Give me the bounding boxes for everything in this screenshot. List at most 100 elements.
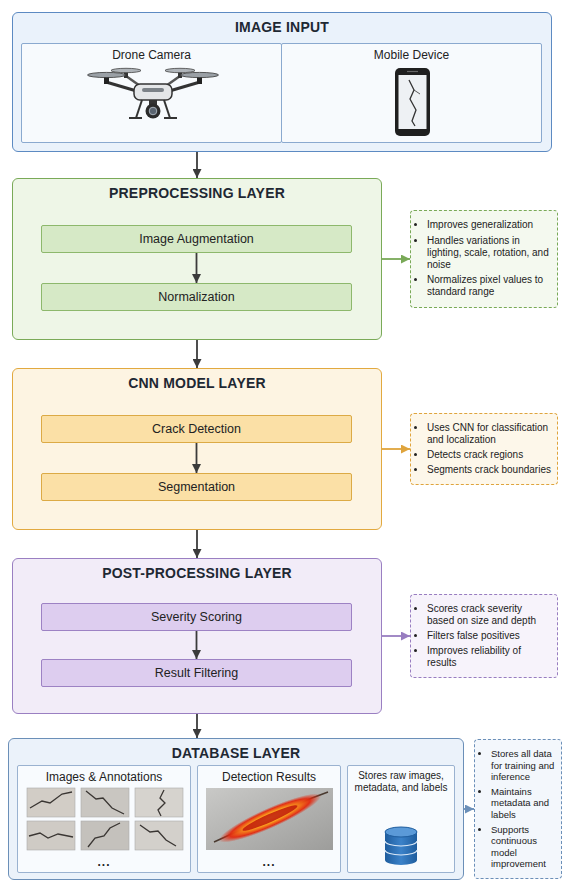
crack-thumbnails: [29, 833, 73, 838]
tile-label: Drone Camera: [112, 48, 191, 62]
data-tile: Images & Annotations...: [17, 765, 191, 873]
drone-icon: [197, 76, 202, 84]
input-tile: Drone Camera: [21, 43, 282, 143]
note-list: Scores crack severity based on size and …: [414, 603, 551, 670]
crack-thumbnails: [27, 788, 183, 850]
box-label: Result Filtering: [155, 666, 238, 680]
note-item: Filters false positives: [427, 630, 551, 642]
phone-icon: [395, 68, 430, 136]
note-item: Stores all data for training and inferen…: [491, 748, 555, 783]
crack-thumbnails: [135, 788, 183, 817]
drone-icon: [104, 76, 109, 84]
phone-icon: [407, 71, 418, 72]
drone-icon: [124, 71, 128, 78]
database-icon: [385, 832, 417, 865]
drone-icon: [126, 76, 143, 88]
flow-arrow: [382, 635, 410, 637]
process-box: Image Augmentation: [41, 225, 352, 253]
panel-title: POST-PROCESSING LAYER: [13, 565, 381, 581]
note-list: Stores all data for training and inferen…: [478, 748, 555, 870]
crack-thumbnails: [81, 788, 129, 817]
note-item: Scores crack severity based on size and …: [427, 603, 551, 627]
note-item: Uses CNN for classification and localiza…: [427, 422, 551, 446]
phone-icon: [409, 80, 416, 126]
process-box: Severity Scoring: [41, 603, 352, 631]
tile-label: Images & Annotations: [46, 770, 163, 784]
note-item: Handles variations in lighting, scale, r…: [427, 235, 551, 272]
flow-arrow: [196, 443, 198, 473]
drone-icon: [166, 82, 200, 92]
flow-arrow: [196, 340, 198, 368]
note-item: Supports continuous model improvement: [491, 824, 555, 870]
panel-title: PREPROCESSING LAYER: [13, 185, 381, 201]
box-label: Image Augmentation: [139, 232, 254, 246]
layer-panel: CNN MODEL LAYERCrack DetectionSegmentati…: [12, 368, 382, 530]
ellipsis-mark: ...: [262, 856, 275, 868]
note-box: Scores crack severity based on size and …: [410, 594, 558, 679]
drone-icon: [88, 72, 126, 77]
crack-thumbnails: [30, 792, 72, 808]
input-tile: Mobile Device: [281, 43, 542, 143]
note-box: Improves generalizationHandles variation…: [410, 210, 558, 307]
drone-icon: [142, 88, 164, 92]
note-item: Segments crack boundaries: [427, 464, 551, 476]
panel-title: DATABASE LAYER: [9, 745, 463, 761]
phone-icon: [414, 90, 420, 94]
drone-icon: [181, 72, 219, 77]
crack-thumbnails: [88, 823, 120, 847]
note-list: Uses CNN for classification and localiza…: [414, 422, 551, 477]
drone-icon: [88, 68, 219, 118]
flow-arrow: [382, 448, 410, 450]
detection-heatmap: [214, 792, 328, 842]
note-box: Stores all data for training and inferen…: [474, 739, 562, 879]
ellipsis-mark: ...: [97, 856, 110, 868]
note-item: Improves generalization: [427, 219, 551, 231]
drone-icon: [146, 104, 161, 119]
crack-thumbnails: [158, 790, 165, 816]
database-icon: [385, 827, 417, 837]
database-icon: [385, 827, 417, 865]
layer-panel: PREPROCESSING LAYER Image AugmentationNor…: [12, 178, 382, 340]
crack-thumbnails: [135, 821, 183, 850]
flow-arrow: [196, 714, 198, 738]
crack-thumbnails: [86, 791, 124, 814]
note-item: Improves reliability of results: [427, 645, 551, 669]
drone-icon: [134, 84, 172, 100]
process-box: Crack Detection: [41, 415, 352, 443]
drone-icon: [178, 71, 182, 78]
note-item: Maintains metadata and labels: [491, 786, 555, 821]
flow-arrow: [464, 808, 474, 810]
box-label: Severity Scoring: [151, 610, 242, 624]
crack-thumbnails: [27, 821, 75, 850]
tile-label: Mobile Device: [374, 48, 449, 62]
crack-thumbnails: [27, 788, 75, 817]
tile-label: Detection Results: [222, 770, 316, 784]
crack-thumbnails: [81, 821, 129, 850]
flow-arrow: [196, 152, 198, 178]
note-box: Uses CNN for classification and localiza…: [410, 413, 558, 486]
process-box: Normalization: [41, 283, 352, 311]
drone-icon: [111, 68, 141, 72]
drone-icon: [136, 100, 142, 118]
layer-panel: IMAGE INPUT Drone Camera Mobile Device: [12, 12, 552, 152]
flow-arrow: [196, 530, 198, 558]
database-icon: [385, 841, 417, 846]
layer-panel: POST-PROCESSING LAYER Severity ScoringRes…: [12, 558, 382, 714]
detection-heatmap: [241, 802, 299, 834]
drone-icon: [164, 117, 177, 119]
note-item: Normalizes pixel values to standard rang…: [427, 274, 551, 298]
note-list: Improves generalizationHandles variation…: [414, 219, 551, 298]
flow-arrow: [382, 258, 410, 260]
drone-icon: [163, 76, 180, 88]
panel-title: IMAGE INPUT: [13, 19, 551, 35]
tile-label: Stores raw images, metadata, and labels: [353, 770, 449, 794]
flow-arrow: [196, 253, 198, 283]
detection-heatmap: [206, 786, 333, 850]
note-item: Detects crack regions: [427, 449, 551, 461]
box-label: Normalization: [158, 290, 234, 304]
layer-panel: DATABASE LAYER Images & Annotations... Det…: [8, 738, 464, 880]
process-box: Segmentation: [41, 473, 352, 501]
phone-icon: [399, 75, 427, 129]
drone-icon: [149, 100, 157, 105]
